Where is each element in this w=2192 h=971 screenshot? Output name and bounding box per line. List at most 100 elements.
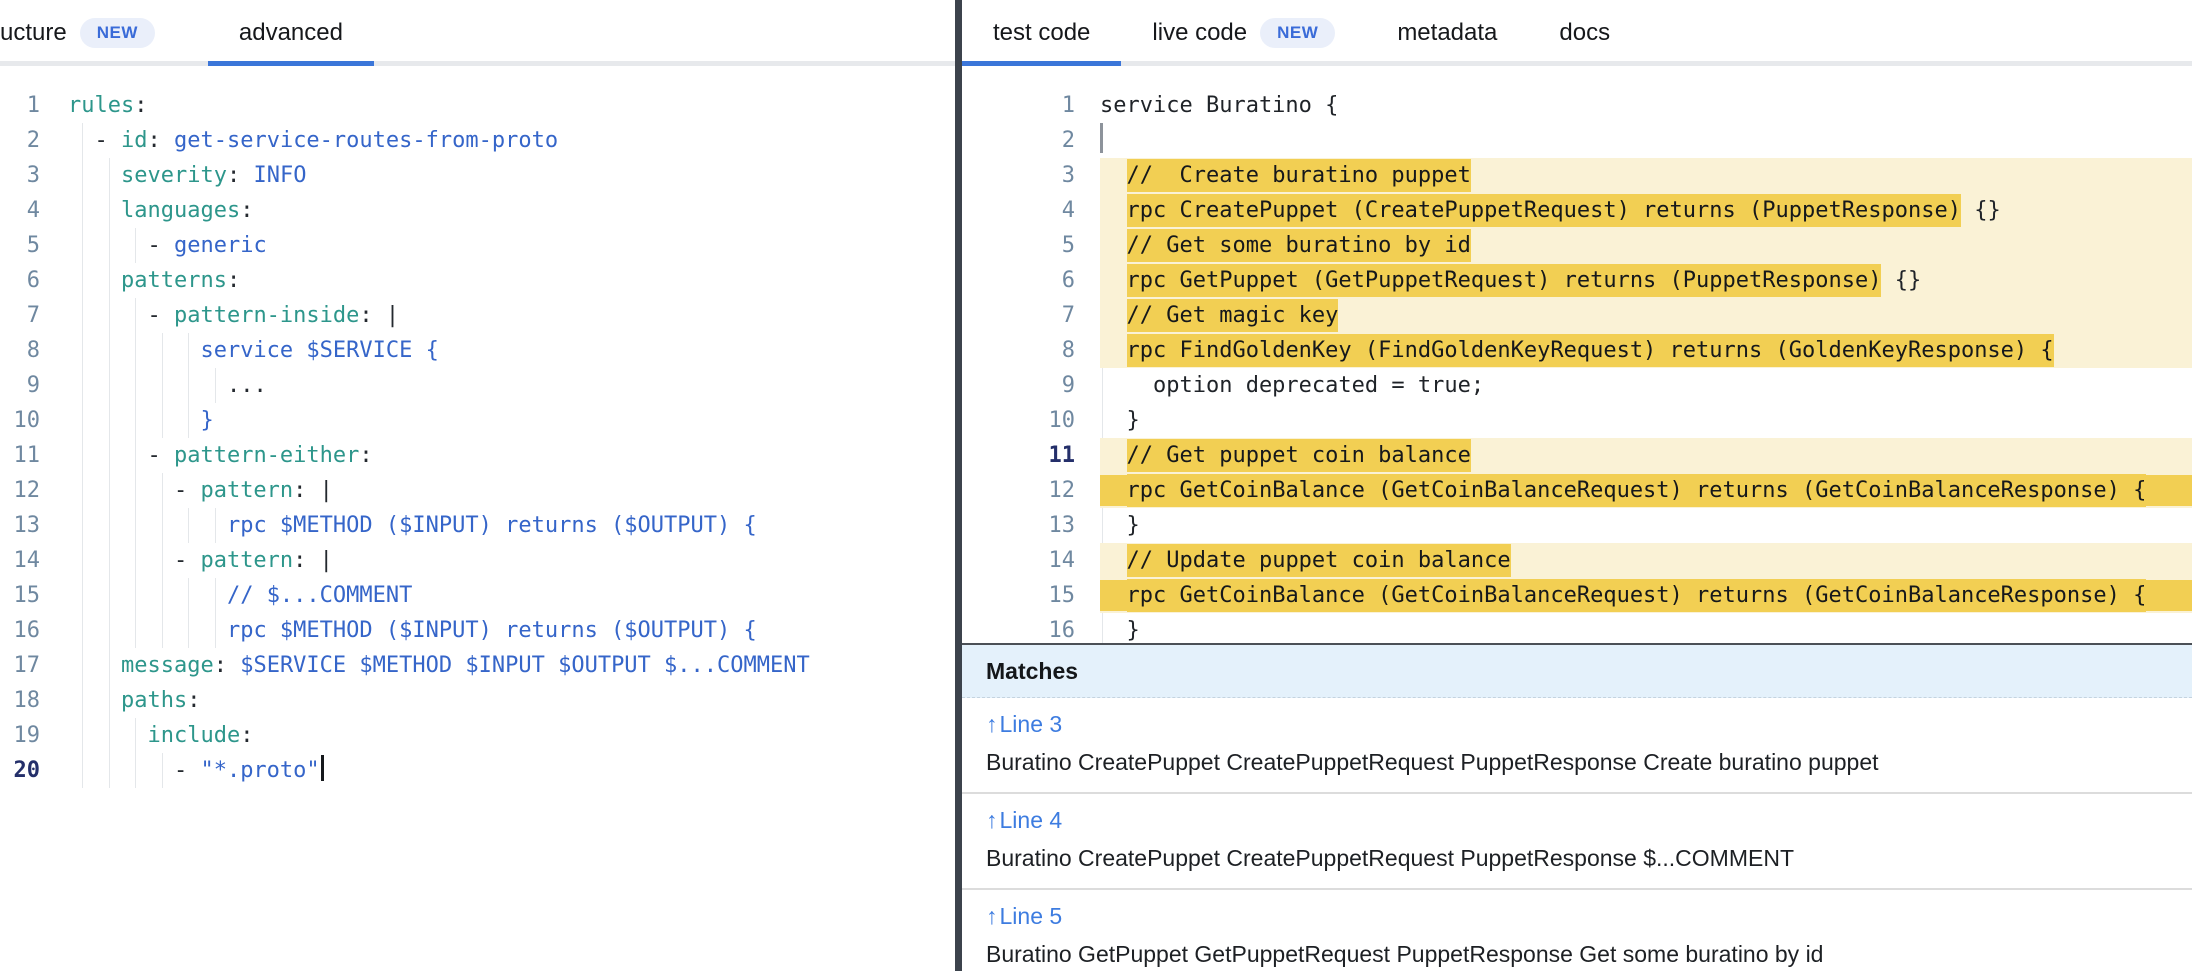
indent-guide — [1102, 508, 1103, 543]
code-line-content: ... — [68, 368, 955, 403]
line-number: 3 — [26, 163, 40, 188]
indent-guide — [82, 123, 84, 158]
code-line-content: service $SERVICE { — [68, 333, 955, 368]
line-number: 7 — [26, 303, 40, 328]
indent-guide — [135, 753, 137, 788]
match-text: Buratino CreatePuppet CreatePuppetReques… — [986, 845, 1794, 871]
code-line[interactable]: 18 paths: — [0, 683, 955, 718]
line-number: 6 — [1061, 268, 1075, 293]
code-line-content: languages: — [68, 193, 955, 228]
indent-guide — [82, 193, 84, 228]
code-line[interactable]: 14 - pattern: | — [0, 543, 955, 578]
indent-guide — [82, 158, 84, 193]
code-line[interactable]: 8 service $SERVICE { — [0, 333, 955, 368]
code-line[interactable]: 12 - pattern: | — [0, 473, 955, 508]
code-line[interactable]: 14 // Update puppet coin balance — [962, 543, 2192, 578]
code-line[interactable]: 4 rpc CreatePuppet (CreatePuppetRequest)… — [962, 193, 2192, 228]
line-number: 14 — [13, 548, 41, 573]
code-line[interactable]: 19 include: — [0, 718, 955, 753]
code-line[interactable]: 6 patterns: — [0, 263, 955, 298]
code-line[interactable]: 9 option deprecated = true; — [962, 368, 2192, 403]
code-line-content: rpc $METHOD ($INPUT) returns ($OUTPUT) { — [68, 508, 955, 543]
tab-metadata[interactable]: metadata — [1366, 0, 1528, 66]
arrow-up-icon: ↑ — [986, 903, 998, 929]
line-number: 16 — [1048, 618, 1076, 643]
code-line-content: } — [1100, 403, 2192, 438]
indent-guide — [108, 683, 110, 718]
code-line[interactable]: 16 rpc $METHOD ($INPUT) returns ($OUTPUT… — [0, 613, 955, 648]
match-text: Buratino GetPuppet GetPuppetRequest Pupp… — [986, 941, 1824, 967]
tab-advanced[interactable]: advanced — [207, 0, 375, 66]
code-line[interactable]: 10 } — [962, 403, 2192, 438]
code-line-content: // Get some buratino by id — [1100, 228, 2192, 263]
indent-guide — [161, 368, 163, 403]
indent-guide — [161, 403, 163, 438]
indent-guide — [108, 508, 110, 543]
match-line-link[interactable]: ↑Line 5 — [986, 903, 1062, 930]
code-line-content: // Create buratino puppet — [1100, 158, 2192, 193]
code-line-content: rpc FindGoldenKey (FindGoldenKeyRequest)… — [1100, 333, 2192, 368]
code-line[interactable]: 7 // Get magic key — [962, 298, 2192, 333]
indent-guide — [108, 578, 110, 613]
code-line[interactable]: 7 - pattern-inside: | — [0, 298, 955, 333]
match-item: ↑Line 5 Buratino GetPuppet GetPuppetReque… — [962, 890, 2192, 971]
tab-test-code[interactable]: test code — [962, 0, 1122, 66]
line-number: 2 — [26, 128, 40, 153]
indent-guide — [82, 403, 84, 438]
indent-guide — [82, 753, 84, 788]
code-line[interactable]: 3 severity: INFO — [0, 158, 955, 193]
code-line[interactable]: 13 rpc $METHOD ($INPUT) returns ($OUTPUT… — [0, 508, 955, 543]
match-line-link[interactable]: ↑Line 3 — [986, 711, 1062, 738]
code-line-content: option deprecated = true; — [1100, 368, 2192, 403]
line-number: 6 — [26, 268, 40, 293]
code-line-content: rpc $METHOD ($INPUT) returns ($OUTPUT) { — [68, 613, 955, 648]
line-number: 9 — [1061, 373, 1075, 398]
code-line-content: rpc GetPuppet (GetPuppetRequest) returns… — [1100, 263, 2192, 298]
indent-guide — [82, 438, 84, 473]
code-line[interactable]: 10 } — [0, 403, 955, 438]
code-line[interactable]: 15 rpc GetCoinBalance (GetCoinBalanceReq… — [962, 578, 2192, 613]
match-line-label: Line 4 — [999, 807, 1063, 833]
arrow-up-icon: ↑ — [986, 807, 998, 833]
code-line[interactable]: 8 rpc FindGoldenKey (FindGoldenKeyReques… — [962, 333, 2192, 368]
code-line[interactable]: 2 - id: get-service-routes-from-proto — [0, 123, 955, 158]
code-line[interactable]: 16 } — [962, 613, 2192, 643]
indent-guide — [108, 193, 110, 228]
line-number: 17 — [13, 653, 41, 678]
code-line[interactable]: 11 - pattern-either: — [0, 438, 955, 473]
indent-guide — [161, 333, 163, 368]
code-line-content: include: — [68, 718, 955, 753]
code-line[interactable]: 17 message: $SERVICE $METHOD $INPUT $OUT… — [0, 648, 955, 683]
match-line-label: Line 3 — [999, 711, 1063, 737]
code-line[interactable]: 5 // Get some buratino by id — [962, 228, 2192, 263]
match-line-link[interactable]: ↑Line 4 — [986, 807, 1062, 834]
code-line[interactable]: 20 - "*.proto" — [0, 753, 955, 788]
code-line[interactable]: 15 // $...COMMENT — [0, 578, 955, 613]
code-line[interactable]: 13 } — [962, 508, 2192, 543]
indent-guide — [135, 298, 137, 333]
tab-docs[interactable]: docs — [1528, 0, 1641, 66]
panel-resize-divider[interactable] — [955, 0, 962, 971]
code-line[interactable]: 9 ... — [0, 368, 955, 403]
match-line-label: Line 5 — [999, 903, 1063, 929]
code-line[interactable]: 3 // Create buratino puppet — [962, 158, 2192, 193]
indent-guide — [161, 613, 163, 648]
code-line[interactable]: 11 // Get puppet coin balance — [962, 438, 2192, 473]
indent-guide — [214, 613, 216, 648]
indent-guide — [82, 473, 84, 508]
code-line[interactable]: 6 rpc GetPuppet (GetPuppetRequest) retur… — [962, 263, 2192, 298]
code-line[interactable]: 2 — [962, 123, 2192, 158]
code-line[interactable]: 5 - generic — [0, 228, 955, 263]
indent-guide — [161, 543, 163, 578]
code-line[interactable]: 4 languages: — [0, 193, 955, 228]
code-line[interactable]: 12 rpc GetCoinBalance (GetCoinBalanceReq… — [962, 473, 2192, 508]
